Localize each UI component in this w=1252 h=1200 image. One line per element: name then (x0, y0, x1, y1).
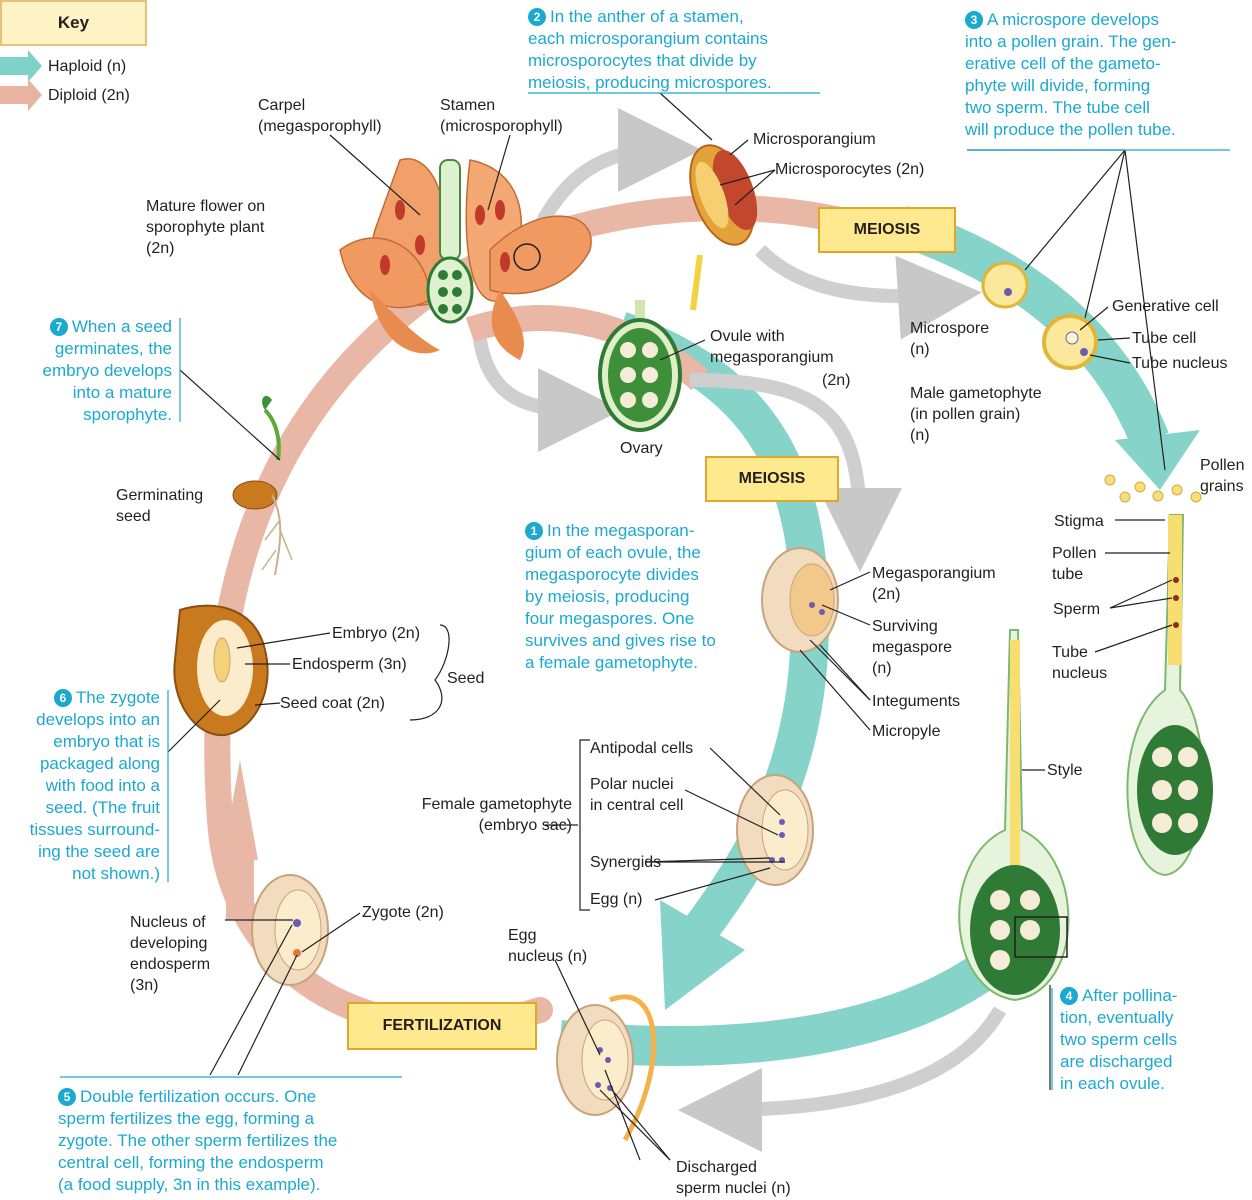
microspore-label: Microspore (n) (910, 320, 990, 358)
egg-label: Egg (n) (590, 891, 643, 908)
step-3-body: A microspore develops into a pollen grai… (965, 10, 1177, 139)
mature-flower-label: Mature flower on sporophyte plant (2n) (146, 198, 266, 257)
germinating-seed (232, 395, 293, 576)
discharged-sperm-label: Discharged sperm nuclei (n) (676, 1159, 791, 1197)
step-5-badge: 5 (58, 1088, 76, 1106)
step-6-badge: 6 (53, 689, 72, 707)
step-4-badge: 4 (1060, 987, 1078, 1005)
diploid-cycle-arrow (222, 760, 258, 860)
carpel-label: Carpel (megasporophyll) (258, 97, 382, 135)
zygote-ovule (251, 874, 329, 986)
pollen-grain-cell (1042, 314, 1098, 370)
diploid-arrow-shaft (226, 840, 254, 920)
antipodal-cells-label: Antipodal cells (590, 740, 694, 757)
female-gametophyte-label: Female gametophyte (embryo sac) (421, 796, 572, 834)
pollen-grains (1104, 474, 1202, 503)
tube-nucleus-2-label: Tube nucleus (1052, 644, 1108, 682)
step-3-badge: 3 (965, 11, 983, 29)
embryo-label: Embryo (2n) (332, 625, 421, 642)
diploid-key-swatch (0, 79, 42, 111)
seed-label: Seed (447, 670, 485, 687)
female-gametophyte-ovule (736, 774, 814, 886)
carpel-with-pollen-tube (1126, 514, 1213, 877)
seed-coat-label: Seed coat (2n) (280, 695, 385, 712)
endosperm-label: Endosperm (3n) (292, 656, 407, 673)
male-gametophyte-label: Male gametophyte (in pollen grain) (n) (910, 385, 1042, 444)
step-1-badge: 1 (525, 522, 543, 540)
synergids-label: Synergids (590, 854, 662, 871)
step-2-badge: 2 (528, 8, 546, 26)
microsporocytes-label: Microsporocytes (2n) (775, 161, 925, 178)
arrow-ovule-to-megasporangium (689, 373, 902, 572)
arrow-flower-to-ovary (473, 338, 622, 452)
diploid-key-label: Diploid (2n) (48, 87, 130, 104)
meiosis-center-box: MEIOSIS (705, 456, 839, 502)
generative-cell-label: Generative cell (1112, 298, 1219, 315)
key-title: Key (0, 0, 147, 46)
sperm-label: Sperm (1053, 601, 1101, 618)
ovary (598, 300, 682, 432)
mature-flower (339, 158, 592, 360)
step-1-body: In the megasporan- gium of each ovule, t… (525, 521, 716, 672)
haploid-inner-arrowhead (660, 900, 745, 1010)
ovule-ploidy-label: (2n) (822, 372, 851, 389)
fertilization-ovule (556, 994, 657, 1142)
tube-cell-label: Tube cell (1132, 330, 1197, 347)
pollen-grains-label: Pollen grains (1200, 457, 1245, 495)
surviving-megaspore-label: Surviving megaspore (n) (872, 618, 953, 677)
stamen-label: Stamen (microsporophyll) (440, 97, 563, 135)
haploid-lower-band (558, 934, 1024, 1066)
microsporangium-label: Microsporangium (753, 131, 876, 148)
germinating-seed-label: Germinating seed (116, 487, 204, 525)
arrow-ovule-to-discharged (678, 1006, 1007, 1152)
megasporangium-ovule (761, 547, 839, 653)
step-rules (60, 92, 1230, 1090)
step-6-body: The zygote develops into an embryo that … (29, 688, 160, 883)
meiosis-top-box: MEIOSIS (818, 207, 956, 253)
ovule-with-megasporangium-label: Ovule with megasporangium (710, 328, 834, 366)
pollen-tube-label: Pollen tube (1052, 545, 1097, 583)
nucleus-developing-endosperm-label: Nucleus of developing endosperm (3n) (130, 914, 211, 994)
tube-nucleus-label: Tube nucleus (1132, 355, 1228, 372)
fertilization-box: FERTILIZATION (347, 1002, 537, 1050)
microspore-cell (981, 261, 1029, 309)
seed (173, 604, 269, 737)
step-5-body: Double fertilization occurs. One sperm f… (58, 1087, 338, 1194)
diploid-cycle-band (204, 194, 853, 1038)
arrow-anther-to-microspore (755, 244, 982, 340)
megasporangium-label: Megasporangium (2n) (872, 565, 996, 603)
ovary-label: Ovary (620, 440, 663, 457)
step-7-badge: 7 (49, 318, 68, 336)
haploid-outer-arrowhead (1115, 430, 1200, 490)
zygote-label: Zygote (2n) (362, 904, 444, 921)
anther (689, 144, 758, 311)
step-7-body: When a seed germinates, the embryo devel… (42, 317, 172, 424)
integuments-label: Integuments (872, 693, 961, 710)
style-label: Style (1047, 762, 1083, 779)
haploid-key-label: Haploid (n) (48, 58, 127, 75)
step-4-body: After pollina- tion, eventually two sper… (1060, 986, 1178, 1093)
step-2-body: In the anther of a stamen, each microspo… (528, 7, 772, 92)
micropyle-label: Micropyle (872, 723, 941, 740)
egg-nucleus-label: Egg nucleus (n) (508, 927, 588, 965)
stigma-label: Stigma (1054, 513, 1104, 530)
carpel-after-pollination (958, 629, 1070, 1002)
polar-nuclei-label: Polar nuclei in central cell (590, 776, 684, 814)
haploid-key-swatch (0, 50, 42, 82)
